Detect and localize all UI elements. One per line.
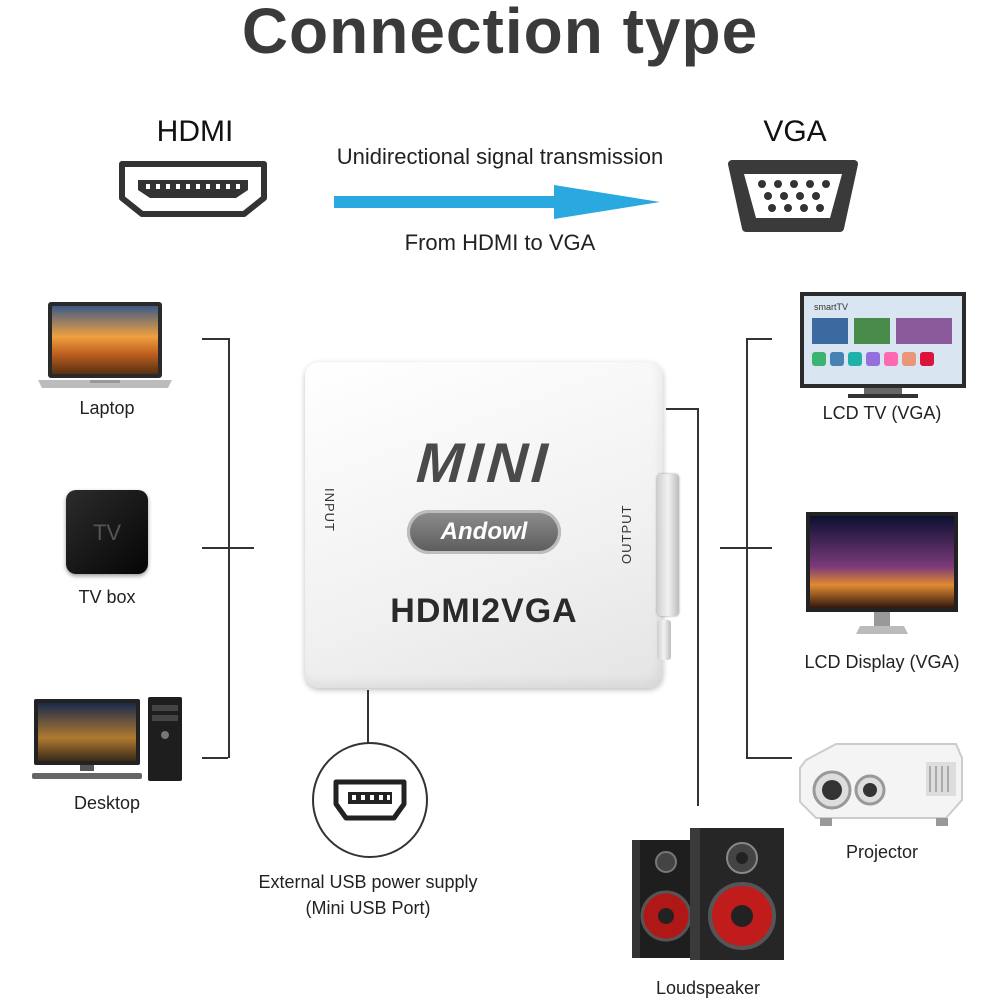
tv-box-icon: TV — [66, 490, 148, 574]
vga-port — [657, 474, 679, 616]
device-label-desktop: Desktop — [73, 793, 141, 813]
device-label-lcd-display: LCD Display (VGA) — [804, 652, 960, 672]
laptop-icon — [38, 302, 172, 388]
output-label: OUTPUT — [619, 504, 634, 564]
arrow-right-icon — [334, 185, 660, 219]
vga-screw — [657, 620, 671, 660]
smart-tv-text: smartTV — [814, 302, 848, 312]
input-label: INPUT — [322, 488, 337, 532]
signal-direction: From HDMI to VGA — [404, 230, 596, 255]
hdmi-connector-icon — [119, 161, 267, 217]
converter-model: HDMI2VGA — [390, 592, 578, 630]
projector-icon — [799, 743, 963, 826]
hdmi2vga-converter: MINI Andowl HDMI2VGA INPUT OUTPUT — [305, 362, 679, 688]
usb-power-line1: External USB power supply — [258, 872, 478, 892]
vga-connector-icon — [728, 160, 858, 232]
mini-usb-port-badge — [312, 742, 428, 858]
vga-label: VGA — [763, 115, 827, 148]
lcd-display-icon — [806, 512, 958, 634]
brand-badge: Andowl — [407, 510, 561, 554]
mini-usb-icon — [333, 779, 407, 821]
device-label-loudspeaker: Loudspeaker — [655, 978, 761, 998]
device-label-laptop: Laptop — [79, 398, 135, 418]
signal-description: Unidirectional signal transmission — [336, 144, 664, 169]
loudspeaker-icon — [632, 828, 784, 960]
device-label-lcd-tv: LCD TV (VGA) — [822, 403, 942, 423]
device-label-projector: Projector — [845, 842, 919, 862]
tv-box-text: TV — [92, 520, 122, 545]
page-title: Connection type — [241, 0, 759, 67]
device-label-tv-box: TV box — [78, 587, 136, 607]
usb-power-line2: (Mini USB Port) — [305, 898, 431, 918]
lcd-tv-icon: smartTV — [800, 292, 966, 398]
converter-mini-text: MINI — [414, 431, 554, 494]
hdmi-label: HDMI — [156, 115, 234, 148]
desktop-computer-icon — [32, 697, 182, 781]
